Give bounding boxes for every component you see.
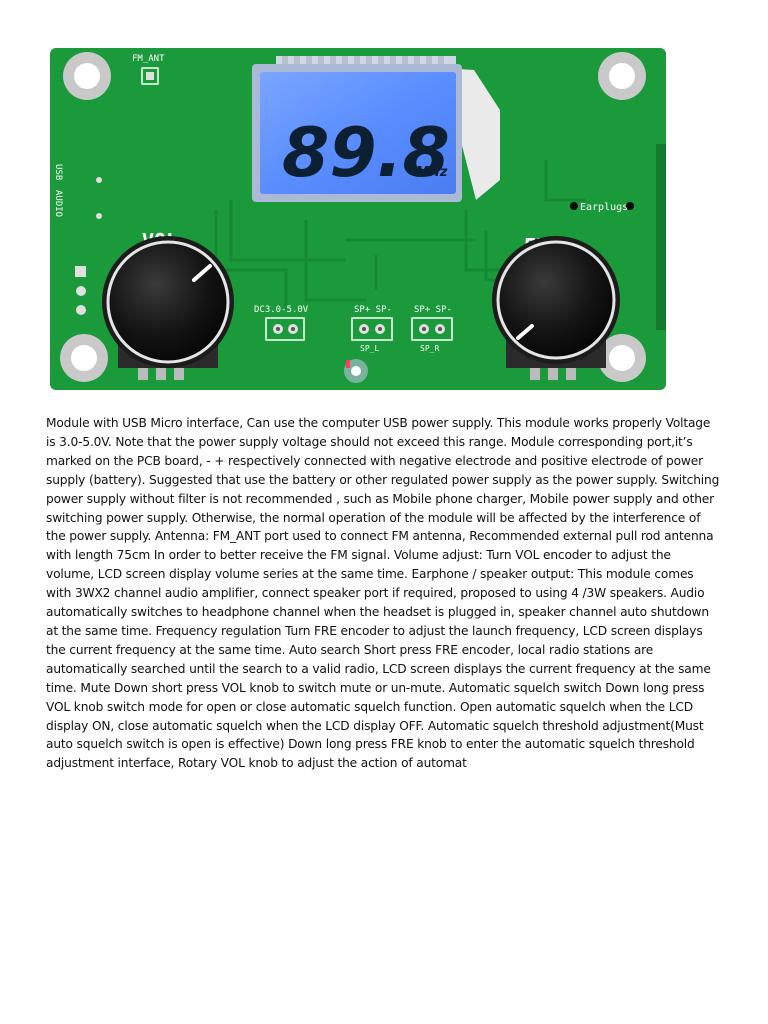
vol-knob[interactable] — [102, 236, 234, 380]
status-led — [344, 359, 368, 383]
sp-r-polarity: SP+ SP- — [414, 305, 452, 315]
audio-label: AUDIO — [53, 190, 63, 217]
earplugs-jack — [570, 202, 578, 210]
dc-power-pads — [265, 317, 305, 341]
description-paragraph: Module with USB Micro interface, Can use… — [46, 416, 720, 771]
mounting-hole — [598, 52, 646, 100]
speaker-right-pads — [411, 317, 453, 341]
dc-label: DC3.0-5.0V — [254, 305, 309, 315]
lcd-unit: MHz — [416, 165, 448, 180]
fm-ant-pad — [141, 67, 159, 85]
product-photo: FM_ANT USB AUDIO 89.8 MHz Earplugs VOL — [50, 48, 666, 390]
speaker-left-pads — [351, 317, 393, 341]
mounting-hole — [63, 52, 111, 100]
mounting-hole — [60, 334, 108, 382]
mounting-hole — [598, 334, 646, 382]
lcd-frequency: 89.8 — [282, 114, 450, 193]
sp-l-label: SP_L — [360, 344, 379, 353]
earplugs-label: Earplugs — [580, 202, 628, 213]
fm-ant-label: FM_ANT — [132, 54, 165, 64]
usb-label: USB — [53, 164, 63, 180]
sp-l-polarity: SP+ SP- — [354, 305, 392, 315]
fre-knob[interactable] — [492, 236, 620, 380]
lcd-display: 89.8 MHz — [252, 56, 500, 202]
sp-r-label: SP_R — [420, 344, 439, 353]
